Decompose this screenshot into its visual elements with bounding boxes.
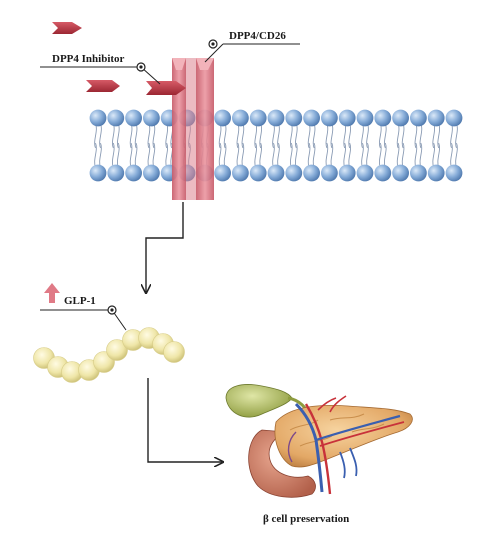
leader-dpp4 bbox=[204, 39, 300, 63]
lipid-head bbox=[214, 109, 232, 127]
pancreas-illustration bbox=[225, 384, 413, 498]
leader-glp1 bbox=[40, 305, 127, 331]
lipid-head bbox=[374, 164, 392, 182]
lipid-head bbox=[321, 164, 338, 182]
lipid-head bbox=[267, 164, 285, 182]
lipid-head bbox=[410, 164, 427, 182]
dpp4-protein bbox=[172, 58, 214, 200]
lipid-head bbox=[338, 109, 356, 127]
lipid-head bbox=[267, 109, 285, 127]
lipid-head bbox=[321, 109, 338, 127]
dpp4-inhibitor-molecule-bound bbox=[146, 81, 186, 95]
lipid-head bbox=[249, 164, 267, 182]
lipid-head bbox=[410, 109, 427, 127]
lipid-head bbox=[356, 109, 374, 127]
leader-inhibitor bbox=[40, 62, 161, 85]
lipid-head bbox=[249, 109, 267, 127]
lipid-head bbox=[374, 109, 392, 127]
dpp4-label: DPP4/CD26 bbox=[229, 30, 286, 42]
lipid-head bbox=[445, 164, 463, 182]
flow-arrow-to-glp1 bbox=[146, 202, 184, 292]
dpp4-inhibitor-molecule bbox=[86, 80, 120, 92]
lipid-head bbox=[427, 164, 445, 182]
lipid-head bbox=[89, 109, 107, 127]
lipid-head bbox=[392, 109, 409, 127]
up-arrow-icon bbox=[44, 283, 60, 303]
dpp4-inhibitor-molecule bbox=[52, 22, 82, 34]
glp1-bead bbox=[163, 341, 185, 363]
lipid-head bbox=[125, 109, 142, 127]
lipid-head bbox=[427, 109, 445, 127]
lipid-head bbox=[214, 164, 232, 182]
lipid-head bbox=[232, 164, 249, 182]
lipid-head bbox=[232, 109, 249, 127]
glp1-label: GLP-1 bbox=[64, 295, 96, 307]
beta-cell-preservation-label: β cell preservation bbox=[263, 513, 349, 525]
lipid-head bbox=[143, 164, 160, 182]
lipid-tails bbox=[94, 123, 458, 168]
lipid-bilayer bbox=[89, 109, 463, 182]
lipid-head bbox=[285, 109, 303, 127]
lipid-head bbox=[125, 164, 142, 182]
flow-arrow-to-pancreas bbox=[147, 378, 222, 462]
lipid-head bbox=[107, 109, 125, 127]
lipid-head bbox=[303, 109, 320, 127]
lipid-head bbox=[285, 164, 303, 182]
lipid-head bbox=[89, 164, 107, 182]
lipid-head bbox=[107, 164, 125, 182]
lipid-head bbox=[338, 164, 356, 182]
lipid-head bbox=[303, 164, 320, 182]
lipid-head bbox=[392, 164, 409, 182]
lipid-head bbox=[143, 109, 160, 127]
lipid-head bbox=[445, 109, 463, 127]
lipid-head bbox=[356, 164, 374, 182]
glp1-bead bbox=[106, 339, 128, 361]
glp1-peptide-chain bbox=[33, 327, 185, 383]
dpp4-inhibitor-label: DPP4 Inhibitor bbox=[52, 53, 125, 65]
